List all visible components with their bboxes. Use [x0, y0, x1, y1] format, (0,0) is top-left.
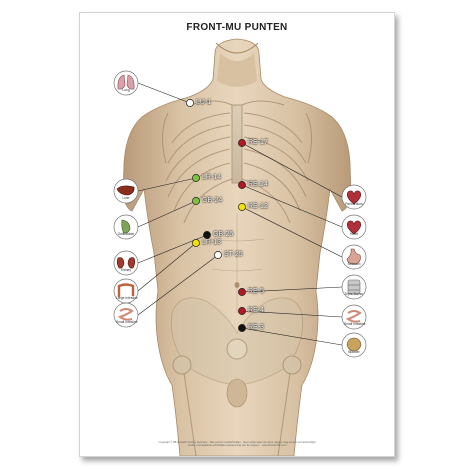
organ-label: Liver — [122, 196, 130, 200]
small-intestine-icon — [345, 310, 362, 323]
abdomen-detail — [209, 213, 265, 313]
skeleton-overlay — [162, 100, 312, 456]
small-intestine-icon — [117, 308, 134, 321]
acupoint-re-3 — [238, 324, 246, 332]
organ-kidney-icon — [113, 250, 139, 276]
acupoint-label: RE-14 — [248, 181, 268, 188]
acupoint-label: ST-25 — [224, 251, 243, 258]
organ-lungs-icon — [113, 70, 139, 96]
heart-icon — [346, 190, 362, 205]
groin-detail — [226, 378, 248, 408]
kidney-icon — [116, 257, 136, 269]
organ-stomach-icon — [341, 244, 367, 270]
poster-title: FRONT-MU PUNTEN — [186, 22, 288, 33]
acupoint-lr-13 — [192, 239, 200, 247]
acupoint-label: RE-5 — [248, 288, 264, 295]
bladder-icon — [346, 337, 362, 352]
stomach-icon — [346, 248, 361, 265]
organ-large-intestine-icon — [113, 278, 139, 304]
acupoint-label: LR-13 — [202, 239, 222, 246]
organ-bladder-icon — [341, 332, 367, 358]
anatomy-diagram — [113, 38, 367, 456]
acupoint-label: RE-17 — [248, 139, 268, 146]
organ-label: Triple Burner — [344, 292, 364, 296]
acupoint-re-5 — [238, 288, 246, 296]
leader-line — [241, 286, 343, 293]
acupoint-label: LU-1 — [196, 99, 212, 106]
gallbladder-icon — [121, 219, 131, 234]
heart-icon — [346, 220, 362, 235]
organ-heart-icon — [341, 184, 367, 210]
organ-heart-icon — [341, 214, 367, 240]
footer-line: zonder voorafgaande schriftelijke toeste… — [187, 444, 287, 448]
liver-icon — [116, 185, 135, 196]
acupoint-lr-14 — [192, 174, 200, 182]
organ-icons — [113, 70, 367, 358]
organ-label: Pericardium — [345, 202, 363, 206]
leader-line — [241, 184, 343, 228]
leader-line — [137, 200, 197, 228]
acupoint-label: GB-25 — [213, 231, 234, 238]
acupoint-re-17 — [238, 139, 246, 147]
triple-burner-icon — [347, 279, 361, 295]
organ-label: Heart — [349, 232, 359, 236]
footer-line: Copyright © 3B Scientific GmbH, Germany … — [158, 441, 316, 444]
acupoint-st-25 — [214, 251, 222, 259]
acupoint-re-12 — [238, 203, 246, 211]
acupoint-lu-1 — [186, 99, 194, 107]
organ-label: Large Intestine — [116, 296, 138, 300]
organ-small-intestine-icon — [341, 304, 367, 330]
organ-gallbladder-icon — [113, 214, 139, 240]
leader-line — [241, 310, 343, 318]
leader-line — [137, 242, 197, 292]
acupoint-gb-24 — [192, 197, 200, 205]
organ-label: Gallbladder — [117, 232, 135, 236]
leader-line — [137, 254, 219, 316]
copyright-footer: Copyright © 3B Scientific GmbH, Germany … — [120, 441, 354, 447]
organ-label: Stomach — [347, 262, 361, 266]
acupoint-label: RE-12 — [248, 203, 268, 210]
leader-line — [241, 327, 343, 346]
organ-label: Small Intestine — [116, 320, 138, 324]
organ-liver-icon — [113, 178, 139, 204]
organ-label: Small Intestine — [344, 322, 366, 326]
acupoint-re-14 — [238, 181, 246, 189]
acupoint-label: GB-24 — [202, 197, 223, 204]
leader-line — [137, 177, 197, 192]
acupuncture-poster: FRONT-MU PUNTEN — [79, 12, 395, 457]
acupoint-gb-25 — [203, 231, 211, 239]
acupoint-label: RE-4 — [248, 307, 264, 314]
leader-line — [137, 82, 191, 104]
leader-line — [241, 206, 343, 258]
organ-label: Kidney — [120, 268, 132, 272]
organ-label: Bladder — [348, 350, 360, 354]
acupuncture-points — [186, 99, 246, 332]
organ-small-intestine-icon — [113, 302, 139, 328]
organ-triple-burner-icon — [341, 274, 367, 300]
acupoint-label: RE-3 — [248, 324, 264, 331]
large-intestine-icon — [117, 283, 135, 297]
leader-line — [241, 142, 343, 198]
lungs-icon — [117, 74, 135, 90]
acupoint-re-4 — [238, 307, 246, 315]
acupoint-label: LR-14 — [202, 174, 222, 181]
organ-label: Lung — [122, 88, 130, 92]
